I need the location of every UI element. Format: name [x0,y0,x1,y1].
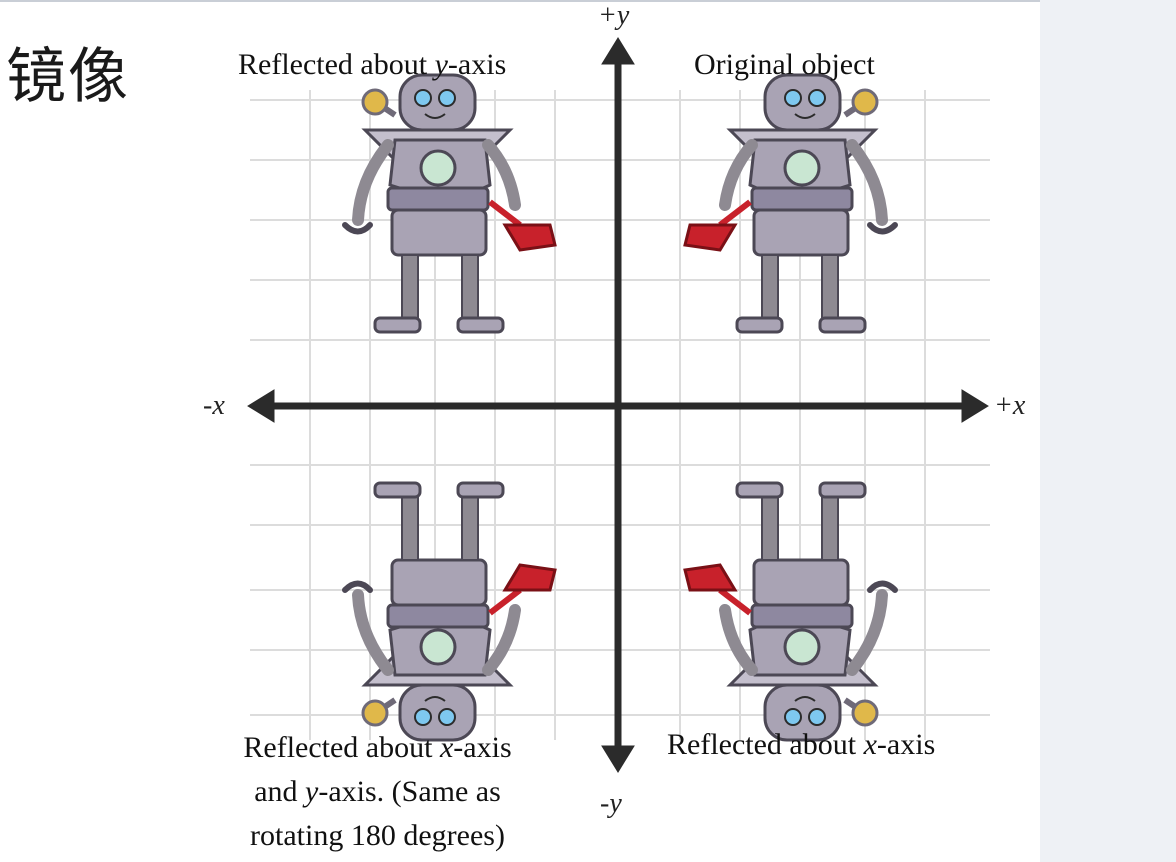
caption-text: -axis [876,728,936,761]
caption-text: -axis [447,48,507,81]
caption-reflected-xy: Reflected about x-axis and y-axis. (Same… [205,726,550,858]
caption-text: -axis [453,731,512,764]
caption-line: rotating 180 degrees) [250,819,505,852]
caption-var: y [434,48,448,81]
caption-line: Reflected about x-axis [205,726,550,770]
caption-text: Reflected about [238,48,435,81]
caption-text: and [254,775,306,808]
caption-text: Reflected about [243,731,440,764]
plus-y-label: +y [598,0,630,31]
caption-var: x [863,728,877,761]
caption-original-object: Original object [694,48,875,81]
top-border [0,0,1040,2]
caption-line: and y-axis. (Same as [205,770,550,814]
caption-var: y [305,775,319,808]
caption-text: -axis. (Same as [318,775,501,808]
robot-reflected-xy-icon [345,483,555,740]
minus-x-label: -x [203,390,225,421]
robot-reflected-x-icon [685,483,895,740]
plus-x-label: +x [994,390,1026,421]
caption-reflected-x: Reflected about x-axis [667,728,935,762]
right-sidebar-panel [1040,0,1176,862]
caption-text: Reflected about [667,728,864,761]
minus-y-label: -y [600,788,622,819]
robot-reflected-y-icon [345,75,555,332]
page-heading: 镜像 [6,42,130,112]
caption-var: x [439,731,454,764]
robot-original-icon [685,75,895,332]
y-axis [601,37,635,773]
caption-reflected-y: Reflected about y-axis [238,48,506,82]
